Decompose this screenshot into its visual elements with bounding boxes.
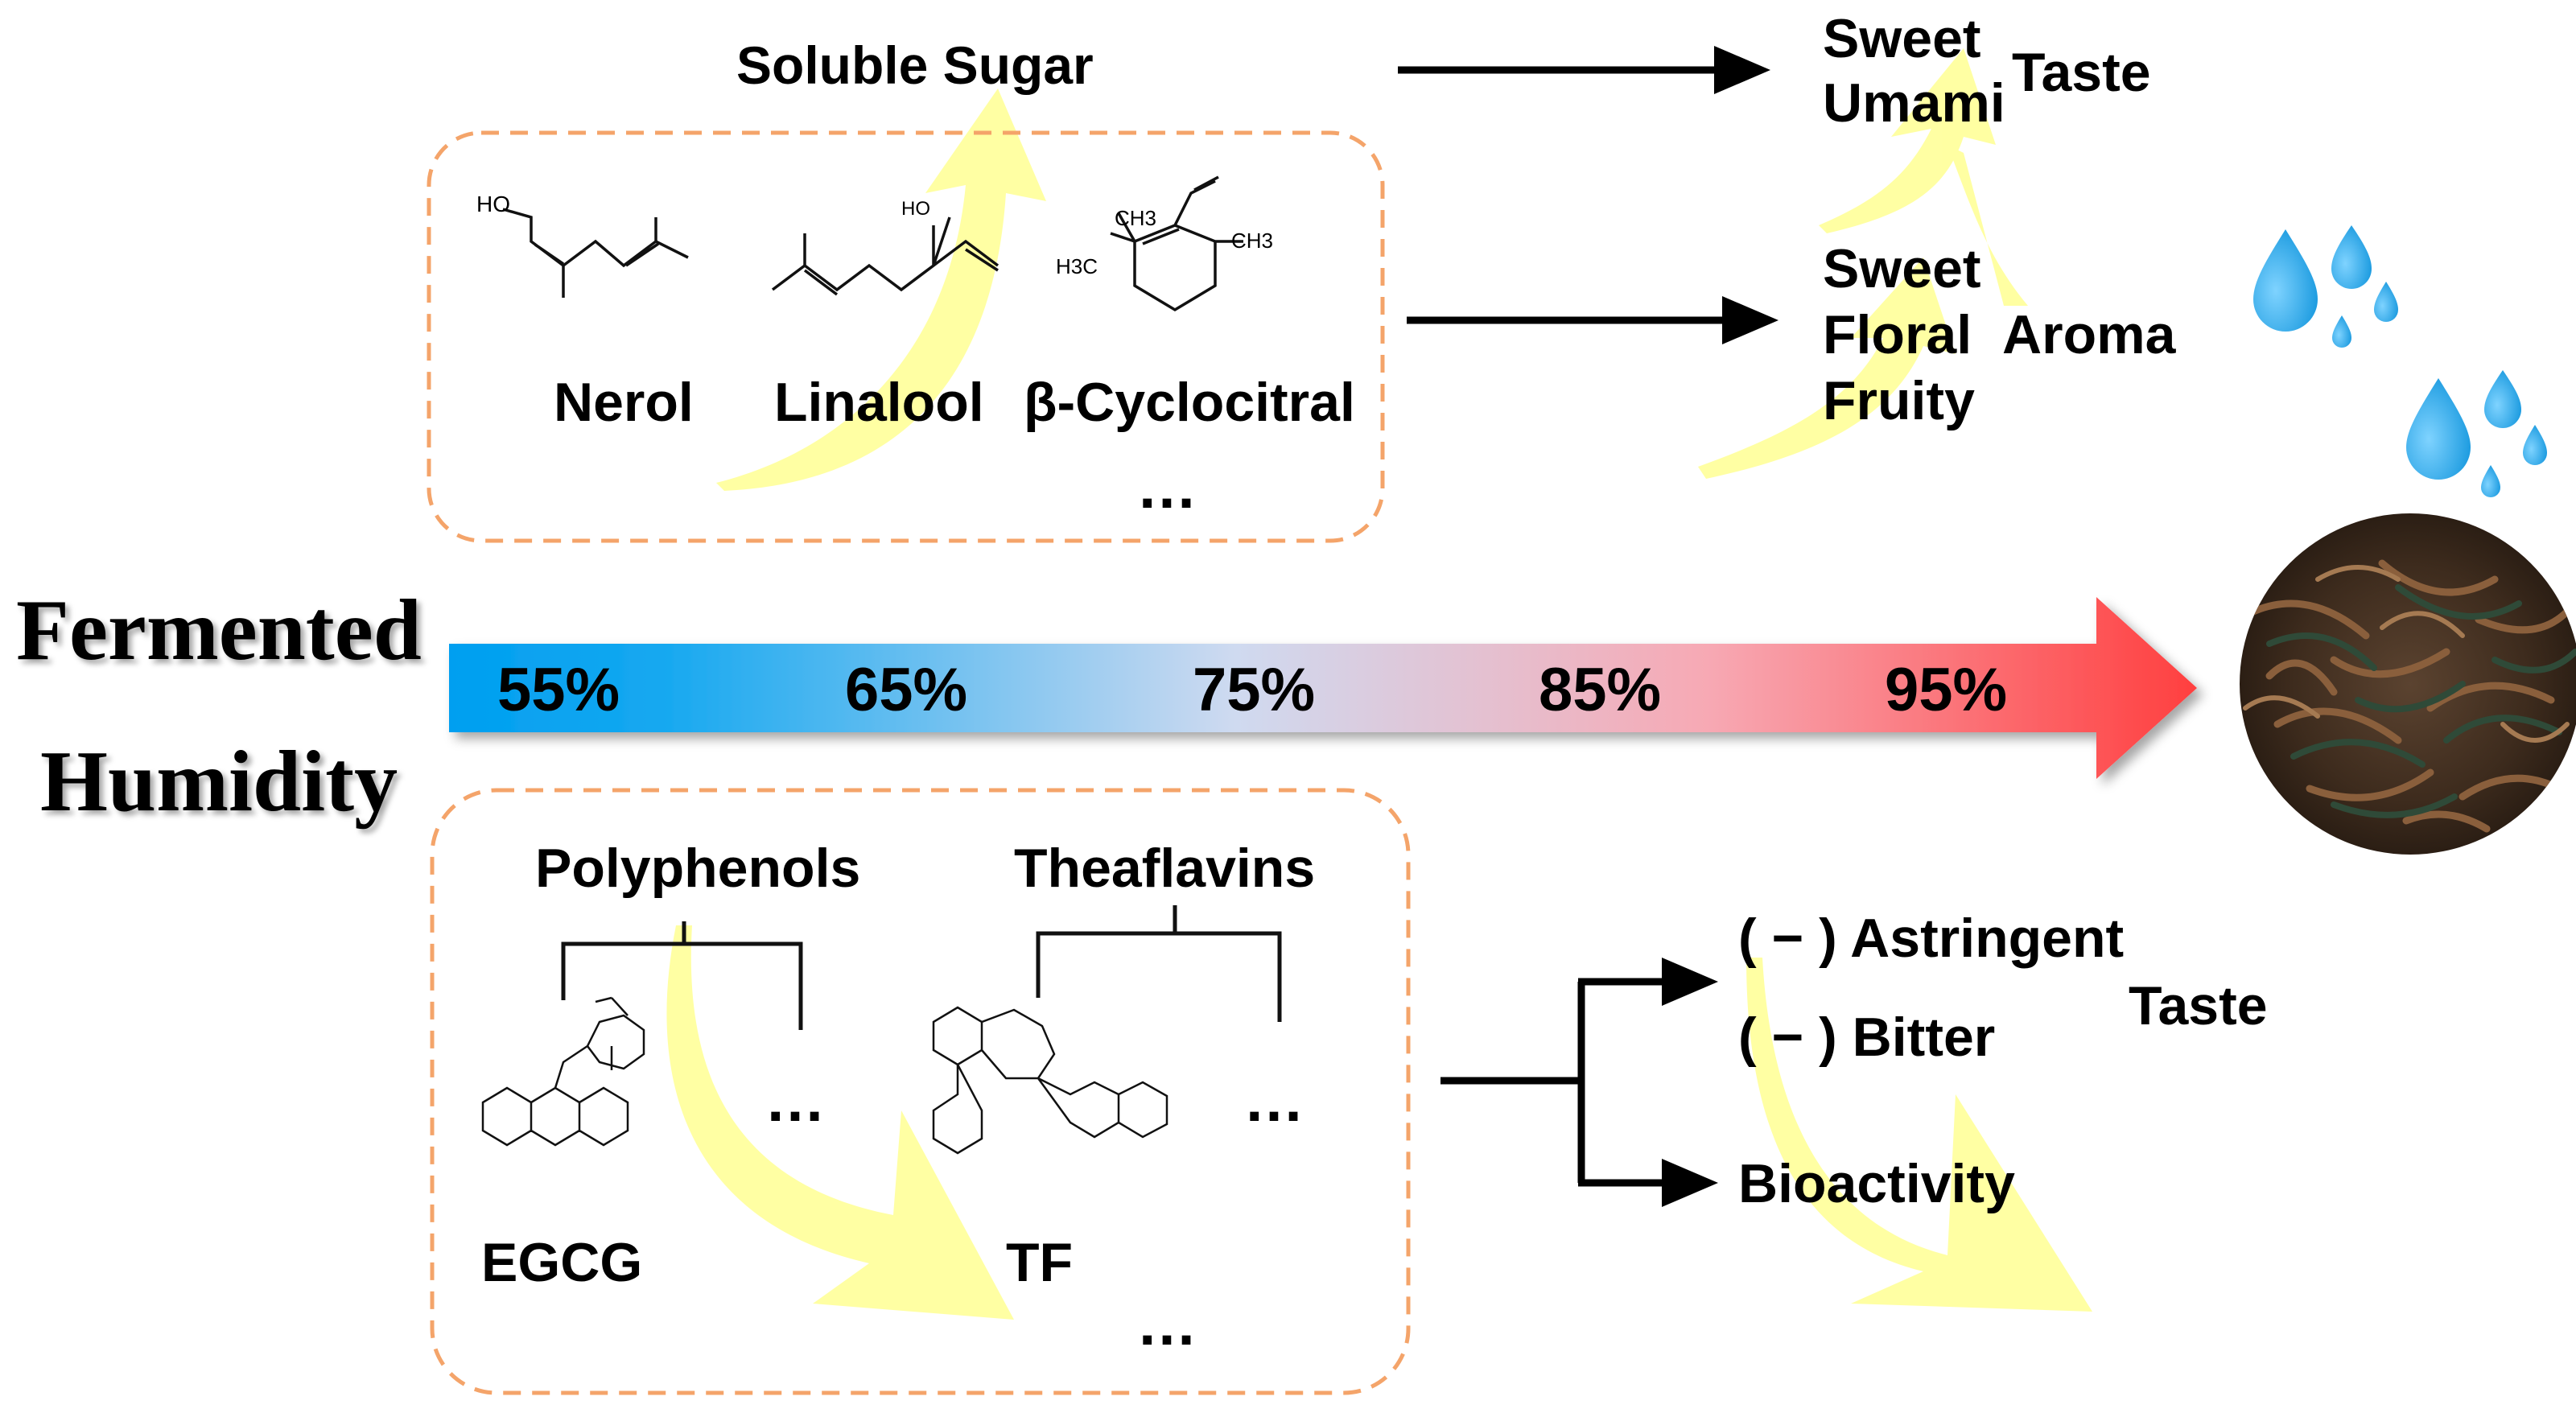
humidity-arrow	[449, 597, 2197, 779]
compound-nerol: Nerol	[554, 372, 694, 433]
highlight-arrow-astringent	[1746, 958, 2092, 1312]
output-bitter: ( − ) Bitter	[1738, 1007, 1996, 1068]
egcg-structure	[481, 996, 645, 1147]
compound-egcg: EGCG	[481, 1232, 643, 1293]
group-theaflavins: Theaflavins	[1014, 838, 1316, 899]
humidity-level-95: 95%	[1885, 656, 2008, 724]
nerol-structure	[502, 208, 689, 298]
arrow-to-aroma	[1407, 296, 1778, 344]
soluble-sugar-label: Soluble Sugar	[736, 35, 1094, 95]
compound-tf: TF	[1006, 1232, 1074, 1293]
top-ellipsis: …	[1136, 453, 1197, 521]
taste-label-bottom: Taste	[2129, 975, 2268, 1036]
arrow-to-bioactivity	[1662, 1159, 1718, 1207]
linalool-structure	[771, 216, 999, 296]
highlight-arrow-polyphenols	[666, 925, 1014, 1320]
polyphenols-ellipsis: …	[765, 1066, 826, 1135]
arrow-to-taste	[1398, 46, 1770, 94]
bottom-ellipsis: …	[1136, 1290, 1197, 1358]
output-bioactivity: Bioactivity	[1738, 1153, 2015, 1214]
linalool-oh-label: HO	[901, 198, 930, 220]
humidity-level-55: 55%	[497, 656, 620, 724]
compound-cyclocitral: β-Cyclocitral	[1024, 372, 1355, 433]
theaflavins-ellipsis: …	[1243, 1066, 1304, 1135]
cyclocitral-ch3-right: CH3	[1231, 229, 1274, 253]
aroma-word-floral: Floral	[1823, 304, 1972, 365]
highlight-arrow-taste	[1819, 48, 2028, 306]
bottom-dashed-box	[430, 788, 1411, 1395]
taste-word-sweet: Sweet	[1823, 8, 1981, 69]
humidity-level-65: 65%	[845, 656, 968, 724]
humidity-level-75: 75%	[1193, 656, 1316, 724]
nerol-oh-label: HO	[476, 192, 510, 216]
group-polyphenols: Polyphenols	[535, 838, 861, 899]
water-drop-icon	[2253, 225, 2547, 497]
aroma-word-fruity: Fruity	[1823, 370, 1975, 431]
cyclocitral-ch3-top: CH3	[1115, 206, 1157, 230]
arrow-to-astringent	[1662, 958, 1718, 1006]
highlight-arrow-sugar	[716, 89, 1046, 491]
highlight-arrow-aroma	[1698, 257, 1956, 479]
polyphenols-bracket	[561, 921, 803, 1030]
axis-title-line2: Humidity	[40, 734, 398, 830]
tea-leaves-icon	[2240, 513, 2576, 855]
humidity-level-85: 85%	[1539, 656, 1662, 724]
top-dashed-box	[427, 130, 1385, 543]
theaflavins-bracket	[1036, 905, 1282, 1022]
compound-linalool: Linalool	[774, 372, 984, 433]
output-astringent: ( − ) Astringent	[1738, 908, 2125, 969]
axis-title-line1: Fermented	[16, 583, 422, 678]
taste-word-umami: Umami	[1823, 72, 2005, 134]
taste-label-top: Taste	[2012, 42, 2151, 103]
cyclocitral-h3c: H3C	[1056, 254, 1098, 278]
aroma-word-sweet: Sweet	[1823, 238, 1981, 299]
cyclocitral-structure	[1110, 175, 1243, 312]
branch-arrows	[1440, 978, 1674, 1187]
aroma-label: Aroma	[2002, 304, 2176, 365]
tf-structure	[932, 1006, 1168, 1155]
